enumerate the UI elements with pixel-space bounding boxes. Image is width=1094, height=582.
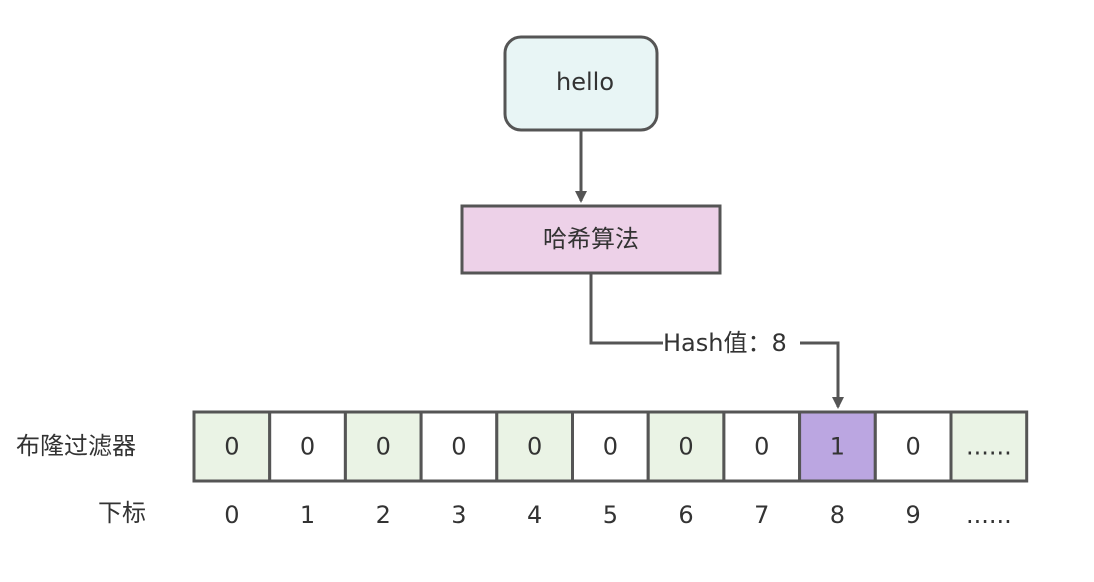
bit-cell-value: 0 [224, 433, 239, 461]
hash-node: 哈希算法 [460, 204, 722, 275]
input-node: hello [503, 35, 659, 132]
hash-output-connector [589, 273, 663, 345]
bit-cell-value: 0 [376, 433, 391, 461]
bit-array: 0 0 0 0 0 0 0 0 1 0...... [192, 410, 1029, 483]
hash-to-cell-arrow [800, 341, 844, 409]
bit-cell [873, 410, 953, 483]
index-label: 6 [678, 501, 693, 529]
bit-cell [798, 410, 877, 483]
index-row-label: 下标 [98, 499, 146, 527]
index-label: 3 [451, 501, 466, 529]
bit-cell [268, 410, 347, 483]
index-label: 4 [527, 501, 542, 529]
index-label: 9 [906, 501, 921, 529]
index-label: 5 [603, 501, 618, 529]
bit-cell [949, 410, 1029, 483]
input-node-label: hello [556, 68, 614, 96]
bit-cell-value: 0 [754, 433, 769, 461]
bloom-filter-row-label: 布隆过滤器 [16, 432, 136, 460]
bit-cell [343, 410, 423, 483]
index-label: 8 [830, 501, 845, 529]
index-row: 0 1 2 3 4 5 6 7 8 9...... [224, 501, 1012, 529]
bit-cell-value: 0 [300, 433, 315, 461]
index-label: 2 [376, 501, 391, 529]
index-label: 7 [754, 501, 769, 529]
hash-node-label: 哈希算法 [543, 225, 639, 253]
bit-cell-value: 0 [451, 433, 466, 461]
bit-cell [192, 410, 272, 483]
bit-cell-value: ...... [966, 433, 1012, 461]
index-label: ...... [966, 501, 1012, 529]
bit-cell [495, 410, 574, 483]
hash-node-box [460, 204, 722, 275]
bit-cell-value: 0 [906, 433, 921, 461]
bit-cell-value: 0 [527, 433, 542, 461]
bit-cell-value: 0 [603, 433, 618, 461]
index-label: 0 [224, 501, 239, 529]
index-label: 1 [300, 501, 315, 529]
bit-cell-value: 1 [830, 433, 845, 461]
hash-value-label: Hash值：8 [663, 329, 787, 357]
bit-cell-value: 0 [678, 433, 693, 461]
